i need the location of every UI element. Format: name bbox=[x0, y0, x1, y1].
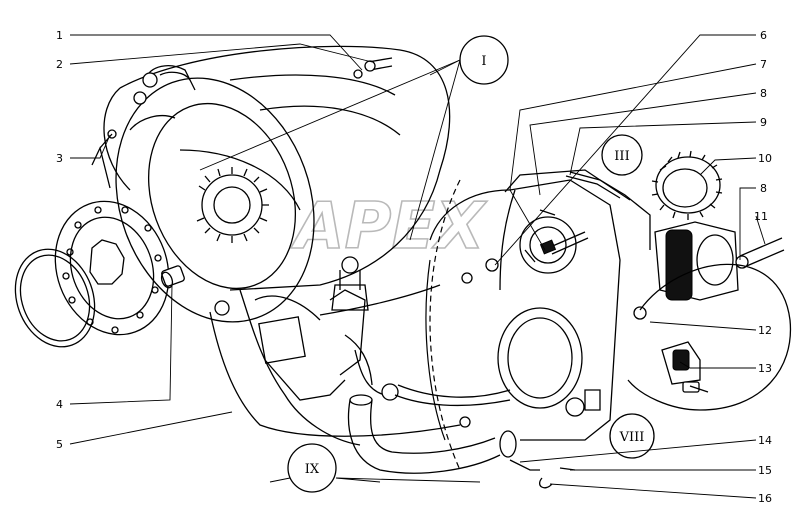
callout-4: 4 bbox=[56, 398, 63, 411]
callout-6: 6 bbox=[760, 29, 767, 42]
bolt-flange bbox=[54, 200, 170, 336]
small-clamp-parts bbox=[353, 57, 576, 489]
transmission-body bbox=[239, 256, 517, 474]
callout-5: 5 bbox=[56, 438, 63, 451]
callout-8: 8 bbox=[760, 87, 767, 100]
detail-zoom-circle bbox=[627, 263, 792, 411]
view-iii-circle bbox=[601, 134, 643, 176]
section-outline bbox=[429, 179, 461, 471]
hose-tube-5 bbox=[209, 300, 471, 437]
callout-2: 2 bbox=[56, 58, 63, 71]
cover-ring bbox=[14, 248, 96, 348]
watermark-text: APEX bbox=[290, 190, 487, 264]
view-labels: I III VIII IX bbox=[305, 54, 645, 477]
callout-3: 3 bbox=[56, 152, 63, 165]
leader-lines bbox=[69, 34, 766, 499]
callout-8-detail: 8 bbox=[760, 182, 767, 195]
torque-converter-housing bbox=[91, 45, 451, 323]
callout-16: 16 bbox=[758, 492, 772, 505]
pump-assembly bbox=[633, 221, 785, 320]
callout-1: 1 bbox=[56, 29, 63, 42]
callout-labels: 1 2 3 4 5 6 7 8 9 10 8 11 12 13 14 15 16 bbox=[56, 29, 772, 505]
callout-14: 14 bbox=[758, 434, 772, 447]
gearbox-housing bbox=[429, 169, 651, 441]
callout-15: 15 bbox=[758, 464, 772, 477]
callout-10: 10 bbox=[758, 152, 772, 165]
view-ix-circle bbox=[287, 443, 337, 493]
callout-9: 9 bbox=[760, 116, 767, 129]
callout-7: 7 bbox=[760, 58, 767, 71]
callout-12: 12 bbox=[758, 324, 772, 337]
callout-11: 11 bbox=[754, 210, 768, 223]
detail-viii-bracket bbox=[661, 341, 709, 393]
view-label-i: I bbox=[481, 54, 486, 69]
view-viii-circle bbox=[609, 413, 655, 459]
detail-iii-ring-gear bbox=[651, 150, 723, 220]
roller-part-4 bbox=[160, 265, 185, 289]
view-label-viii: VIII bbox=[619, 430, 645, 445]
view-label-ix: IX bbox=[305, 462, 320, 477]
section-outline-inner bbox=[425, 259, 446, 441]
view-label-iii: III bbox=[614, 149, 629, 164]
callout-13: 13 bbox=[758, 362, 772, 375]
